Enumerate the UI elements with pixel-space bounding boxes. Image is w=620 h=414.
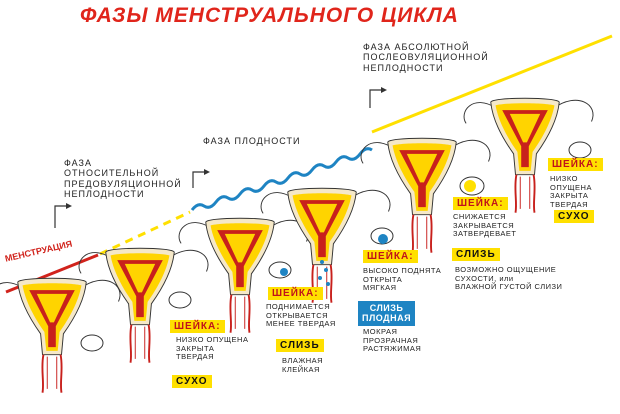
stage4-cervix-line: СНИЖАЕТСЯ (453, 212, 507, 221)
stage2-cervix-line: МЕНЕЕ ТВЕРДАЯ (266, 319, 336, 329)
stage2-cervix-line: ПОДНИМАЕТСЯ (266, 302, 331, 311)
stage4-mucus-line: ВЛАЖНОЙ ГУСТОЙ СЛИЗИ (455, 282, 563, 292)
preovulatory-line (99, 210, 191, 256)
stage1-cervix-label: ШЕЙКА: (170, 320, 225, 333)
fertile-wave (190, 147, 373, 211)
stage3-cervix-label: ШЕЙКА: (363, 250, 418, 263)
stage3-mucus-badge-line: СЛИЗЬ (369, 303, 404, 313)
stage2-mucus-label: СЛИЗЬ (276, 339, 324, 352)
phase-relative-line: ПРЕДОВУЛЯЦИОННОЙ (64, 178, 182, 189)
stage2-mucus-line: ВЛАЖНАЯ (282, 356, 324, 365)
stage3-mucus-badge: СЛИЗЬ ПЛОДНАЯ (358, 301, 416, 326)
stage3-mucus-line: МОКРАЯ (363, 327, 398, 336)
stage1-cervix-line: НИЗКО ОПУЩЕНА (176, 335, 249, 344)
stage3-cervix-line: МЯГКАЯ (363, 283, 397, 293)
phase-absolute-line: ФАЗА АБСОЛЮТНОЙ (363, 42, 470, 52)
stage2-cervix-desc: ПОДНИМАЕТСЯ ОТКРЫВАЕТСЯ МЕНЕЕ ТВЕРДАЯ (266, 302, 336, 329)
stage4-cervix-line: ЗАТВЕРДЕВАЕТ (453, 229, 517, 239)
stage4-cervix-desc: СНИЖАЕТСЯ ЗАКРЫВАЕТСЯ ЗАТВЕРДЕВАЕТ (453, 212, 517, 239)
stage3-mucus-line: ПРОЗРАЧНАЯ (363, 335, 419, 345)
ovary-stage-1 (80, 334, 104, 352)
stage5-cervix-desc: НИЗКО ОПУЩЕНА ЗАКРЫТА ТВЕРДАЯ (550, 174, 620, 210)
phase-fertility: ФАЗА ПЛОДНОСТИ (203, 136, 301, 146)
arrow-relative (54, 205, 66, 228)
stage5-cervix-line: НИЗКО ОПУЩЕНА (550, 174, 592, 192)
stage4-mucus-label: СЛИЗЬ (452, 248, 500, 261)
stage3-cervix-line: ОТКРЫТА (363, 274, 403, 284)
stage5-mucus-state: СУХО (554, 210, 594, 223)
stage4-mucus-line: СУХОСТИ, или (455, 273, 514, 283)
stage2-mucus-desc: ВЛАЖНАЯ КЛЕЙКАЯ (282, 356, 324, 374)
phase-relative-line: ОТНОСИТЕЛЬНОЙ (64, 168, 160, 179)
stage4-mucus-line: ВОЗМОЖНО ОЩУЩЕНИЕ (455, 265, 557, 274)
phase-absolute-line: НЕПЛОДНОСТИ (363, 62, 444, 73)
ovary-stage-5 (568, 141, 592, 159)
stage1-cervix-line: ТВЕРДАЯ (176, 352, 215, 362)
stage5-cervix-line: ТВЕРДАЯ (550, 199, 589, 209)
stage2-mucus-line: КЛЕЙКАЯ (282, 364, 320, 374)
stage2-cervix-line: ОТКРЫВАЕТСЯ (266, 310, 329, 320)
arrow-absolute (369, 89, 381, 108)
stage4-cervix-label: ШЕЙКА: (453, 197, 508, 210)
phase-relative-line: ФАЗА (64, 158, 92, 168)
postovulatory-line (371, 34, 613, 134)
stage1-cervix-desc: НИЗКО ОПУЩЕНА ЗАКРЫТА ТВЕРДАЯ (176, 335, 249, 362)
stage3-mucus-desc: МОКРАЯ ПРОЗРАЧНАЯ РАСТЯЖИМАЯ (363, 327, 422, 354)
diagram-title: ФАЗЫ МЕНСТРУАЛЬНОГО ЦИКЛА (80, 4, 459, 27)
phase-absolute: ФАЗА АБСОЛЮТНОЙ ПОСЛЕОВУЛЯЦИОННОЙ НЕПЛОД… (363, 42, 489, 73)
phase-relative: ФАЗА ОТНОСИТЕЛЬНОЙ ПРЕДОВУЛЯЦИОННОЙ НЕПЛ… (64, 158, 182, 199)
stage1-cervix-line: ЗАКРЫТА (176, 343, 215, 353)
arrow-fertility (192, 171, 204, 188)
stage3-cervix-desc: ВЫСОКО ПОДНЯТА ОТКРЫТА МЯГКАЯ (363, 266, 442, 293)
stage4-cervix-line: ЗАКРЫВАЕТСЯ (453, 220, 515, 230)
stage2-cervix-label: ШЕЙКА: (268, 287, 323, 300)
ovary-stage-4 (459, 176, 485, 196)
stage3-cervix-line: ВЫСОКО ПОДНЯТА (363, 266, 442, 275)
stage3-mucus-badge-line: ПЛОДНАЯ (362, 313, 412, 324)
phase-relative-line: НЕПЛОДНОСТИ (64, 189, 145, 200)
stage4-mucus-desc: ВОЗМОЖНО ОЩУЩЕНИЕ СУХОСТИ, или ВЛАЖНОЙ Г… (455, 265, 563, 292)
stage5-cervix-label: ШЕЙКА: (548, 158, 603, 171)
stage3-mucus-line: РАСТЯЖИМАЯ (363, 344, 422, 354)
uterus-stage-1 (0, 277, 121, 394)
ovary-stage-2 (268, 261, 292, 279)
ovary-stage-3 (370, 227, 394, 245)
phase-absolute-line: ПОСЛЕОВУЛЯЦИОННОЙ (363, 52, 489, 63)
stage5-cervix-line: ЗАКРЫТА (550, 191, 589, 201)
stage1-mucus-state: СУХО (172, 375, 212, 388)
